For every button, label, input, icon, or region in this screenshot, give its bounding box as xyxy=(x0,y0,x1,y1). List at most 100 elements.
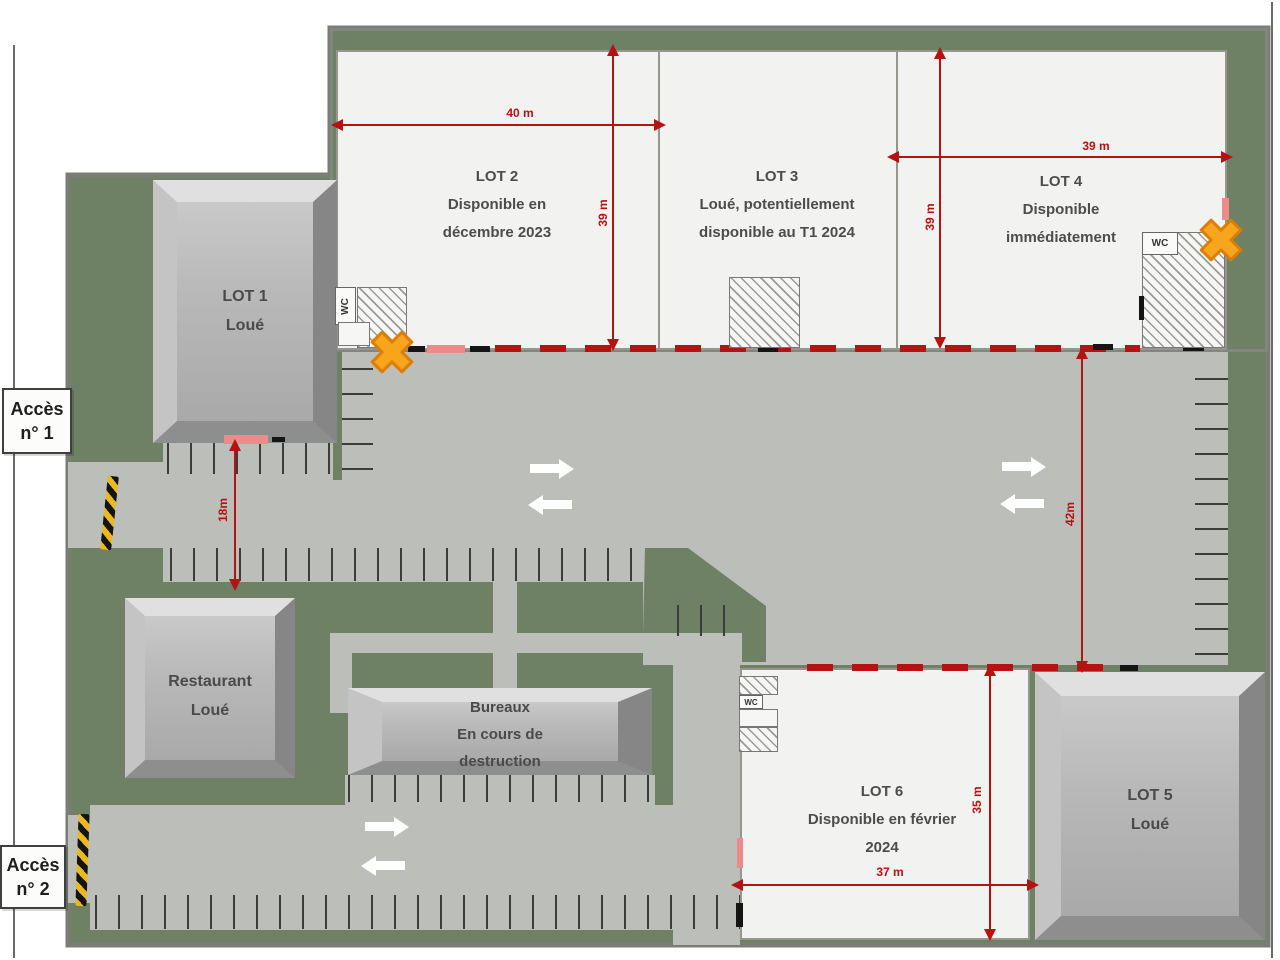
access-2-line1: Accès xyxy=(6,854,60,875)
dimension-label-lot6-width: 37 m xyxy=(876,865,904,879)
page-right-rule xyxy=(1271,2,1273,958)
dimension-label-lot1-road: 18m xyxy=(216,497,230,523)
road-main-yard xyxy=(336,352,1228,582)
door-marker xyxy=(1120,665,1138,671)
wc-lot4-label: WC xyxy=(1151,238,1169,249)
access-1-line2: n° 1 xyxy=(20,423,54,443)
dimension-label-yard-depth: 42m xyxy=(1063,501,1077,527)
lot1-building xyxy=(153,180,337,443)
door-marker xyxy=(736,903,743,927)
bureaux-name: Bureaux xyxy=(469,699,531,716)
dimension-arrow-lot1-road xyxy=(229,439,241,591)
lot1-name: LOT 1 xyxy=(222,288,268,305)
lot3-status-2: disponible au T1 2024 xyxy=(699,223,855,241)
access-1-line1: Accès xyxy=(10,398,64,419)
wc-lot6-label: WC xyxy=(744,697,758,707)
wc-lot2-box: WC xyxy=(335,287,356,325)
traffic-arrow-right-icon xyxy=(365,816,409,837)
landscape-strip xyxy=(333,352,342,480)
traffic-arrow-left-icon xyxy=(361,855,405,876)
bureaux-status-2: destruction xyxy=(459,753,541,770)
lot4-status-1: Disponible xyxy=(1022,200,1100,218)
pink-marker-lot4 xyxy=(1222,198,1229,220)
pink-marker-north xyxy=(427,345,465,353)
door-marker xyxy=(272,437,285,442)
wc-lot2-label: WC xyxy=(339,297,351,315)
pink-marker-lot6 xyxy=(737,838,743,868)
traffic-arrow-right-icon xyxy=(1002,456,1046,477)
lot3-lot4-divider xyxy=(896,52,898,348)
restaurant-label: Restaurant Loué xyxy=(125,668,295,726)
restaurant-building xyxy=(125,598,295,778)
parking-stripes-west-edge xyxy=(342,368,373,481)
lot2-label: LOT 2 Disponible en décembre 2023 xyxy=(367,163,627,246)
lot5-status: Loué xyxy=(1130,815,1170,833)
lot6-label: LOT 6 Disponible en février 2024 xyxy=(752,778,1012,861)
lot2-status-2: décembre 2023 xyxy=(442,223,552,241)
lot6-status-1: Disponible en février xyxy=(807,810,957,828)
parking-stripes-east xyxy=(1195,378,1228,656)
lot2-status-1: Disponible en xyxy=(447,195,547,213)
lot6-name: LOT 6 xyxy=(860,783,904,800)
restaurant-name: Restaurant xyxy=(168,673,252,690)
orange-cross-icon xyxy=(1195,214,1247,271)
lot5-label: LOT 5 Loué xyxy=(1035,782,1265,840)
wc-lot6-box: WC xyxy=(739,695,763,709)
lot4-name: LOT 4 xyxy=(1039,173,1083,190)
parking-stripes-bureaux xyxy=(348,775,654,802)
bureaux-label: Bureaux En cours de destruction xyxy=(348,694,652,775)
traffic-arrow-right-icon xyxy=(530,458,574,479)
path-vertical-west xyxy=(330,633,352,713)
bureaux-building xyxy=(348,688,652,775)
lot1-status: Loué xyxy=(225,316,265,334)
lot3-service-hatch xyxy=(729,277,800,348)
road-access1-stub xyxy=(68,462,165,548)
lot3-status-1: Loué, potentiellement xyxy=(699,195,855,213)
lot4-status-2: immédiatement xyxy=(1005,228,1117,246)
parking-stripes-small xyxy=(677,605,740,636)
lot6-status-2: 2024 xyxy=(865,838,899,856)
lot3-label: LOT 3 Loué, potentiellement disponible a… xyxy=(632,163,922,246)
pink-marker-lot1 xyxy=(224,435,268,444)
dimension-arrow-lot6-height xyxy=(984,664,996,941)
door-marker xyxy=(470,346,490,352)
wc-lot4-box: WC xyxy=(1142,232,1178,255)
traffic-arrow-left-icon xyxy=(528,494,572,515)
restaurant-status: Loué xyxy=(190,701,230,719)
door-marker xyxy=(758,347,778,352)
dashed-boundary-south xyxy=(807,664,1119,671)
dimension-label-lot6-height: 35 m xyxy=(970,786,984,814)
page-left-rule xyxy=(13,45,15,958)
wc-lot6-hatch-bottom xyxy=(739,727,778,752)
dimension-arrow-lot3-height xyxy=(934,47,946,349)
bureaux-status-1: En cours de xyxy=(457,726,543,743)
lot2-lot3-divider xyxy=(658,52,660,348)
lot1-label: LOT 1 Loué xyxy=(153,283,337,341)
door-marker xyxy=(1093,344,1113,350)
parking-stripes-lot1 xyxy=(167,443,335,474)
dimension-label-lot2-height: 39 m xyxy=(596,199,610,227)
access-1-label: Accès n° 1 xyxy=(2,388,72,454)
path-vertical-mid xyxy=(493,582,517,688)
lot2-service-box xyxy=(338,322,370,346)
dimension-label-lot2-width: 40 m xyxy=(506,106,534,120)
dashed-boundary-north xyxy=(495,345,1140,352)
door-marker xyxy=(408,346,425,352)
lot6-service-box xyxy=(739,709,778,727)
door-marker xyxy=(1139,296,1144,320)
dimension-label-lot4-width: 39 m xyxy=(1082,139,1110,153)
traffic-arrow-left-icon xyxy=(1000,493,1044,514)
access-2-label: Accès n° 2 xyxy=(0,845,66,909)
door-marker xyxy=(1183,345,1204,351)
dimension-arrow-lot2-height xyxy=(607,44,619,351)
lot5-name: LOT 5 xyxy=(1127,787,1173,804)
dimension-arrow-lot6-width xyxy=(731,879,1039,891)
parking-stripes-bottom xyxy=(95,895,741,929)
lot2-name: LOT 2 xyxy=(475,168,519,185)
access-2-line2: n° 2 xyxy=(16,879,50,899)
lot5-building xyxy=(1035,672,1265,940)
dimension-arrow-lot4-width xyxy=(887,151,1233,163)
dimension-label-lot3-height: 39 m xyxy=(923,203,937,231)
dimension-arrow-lot2-width xyxy=(331,119,666,131)
